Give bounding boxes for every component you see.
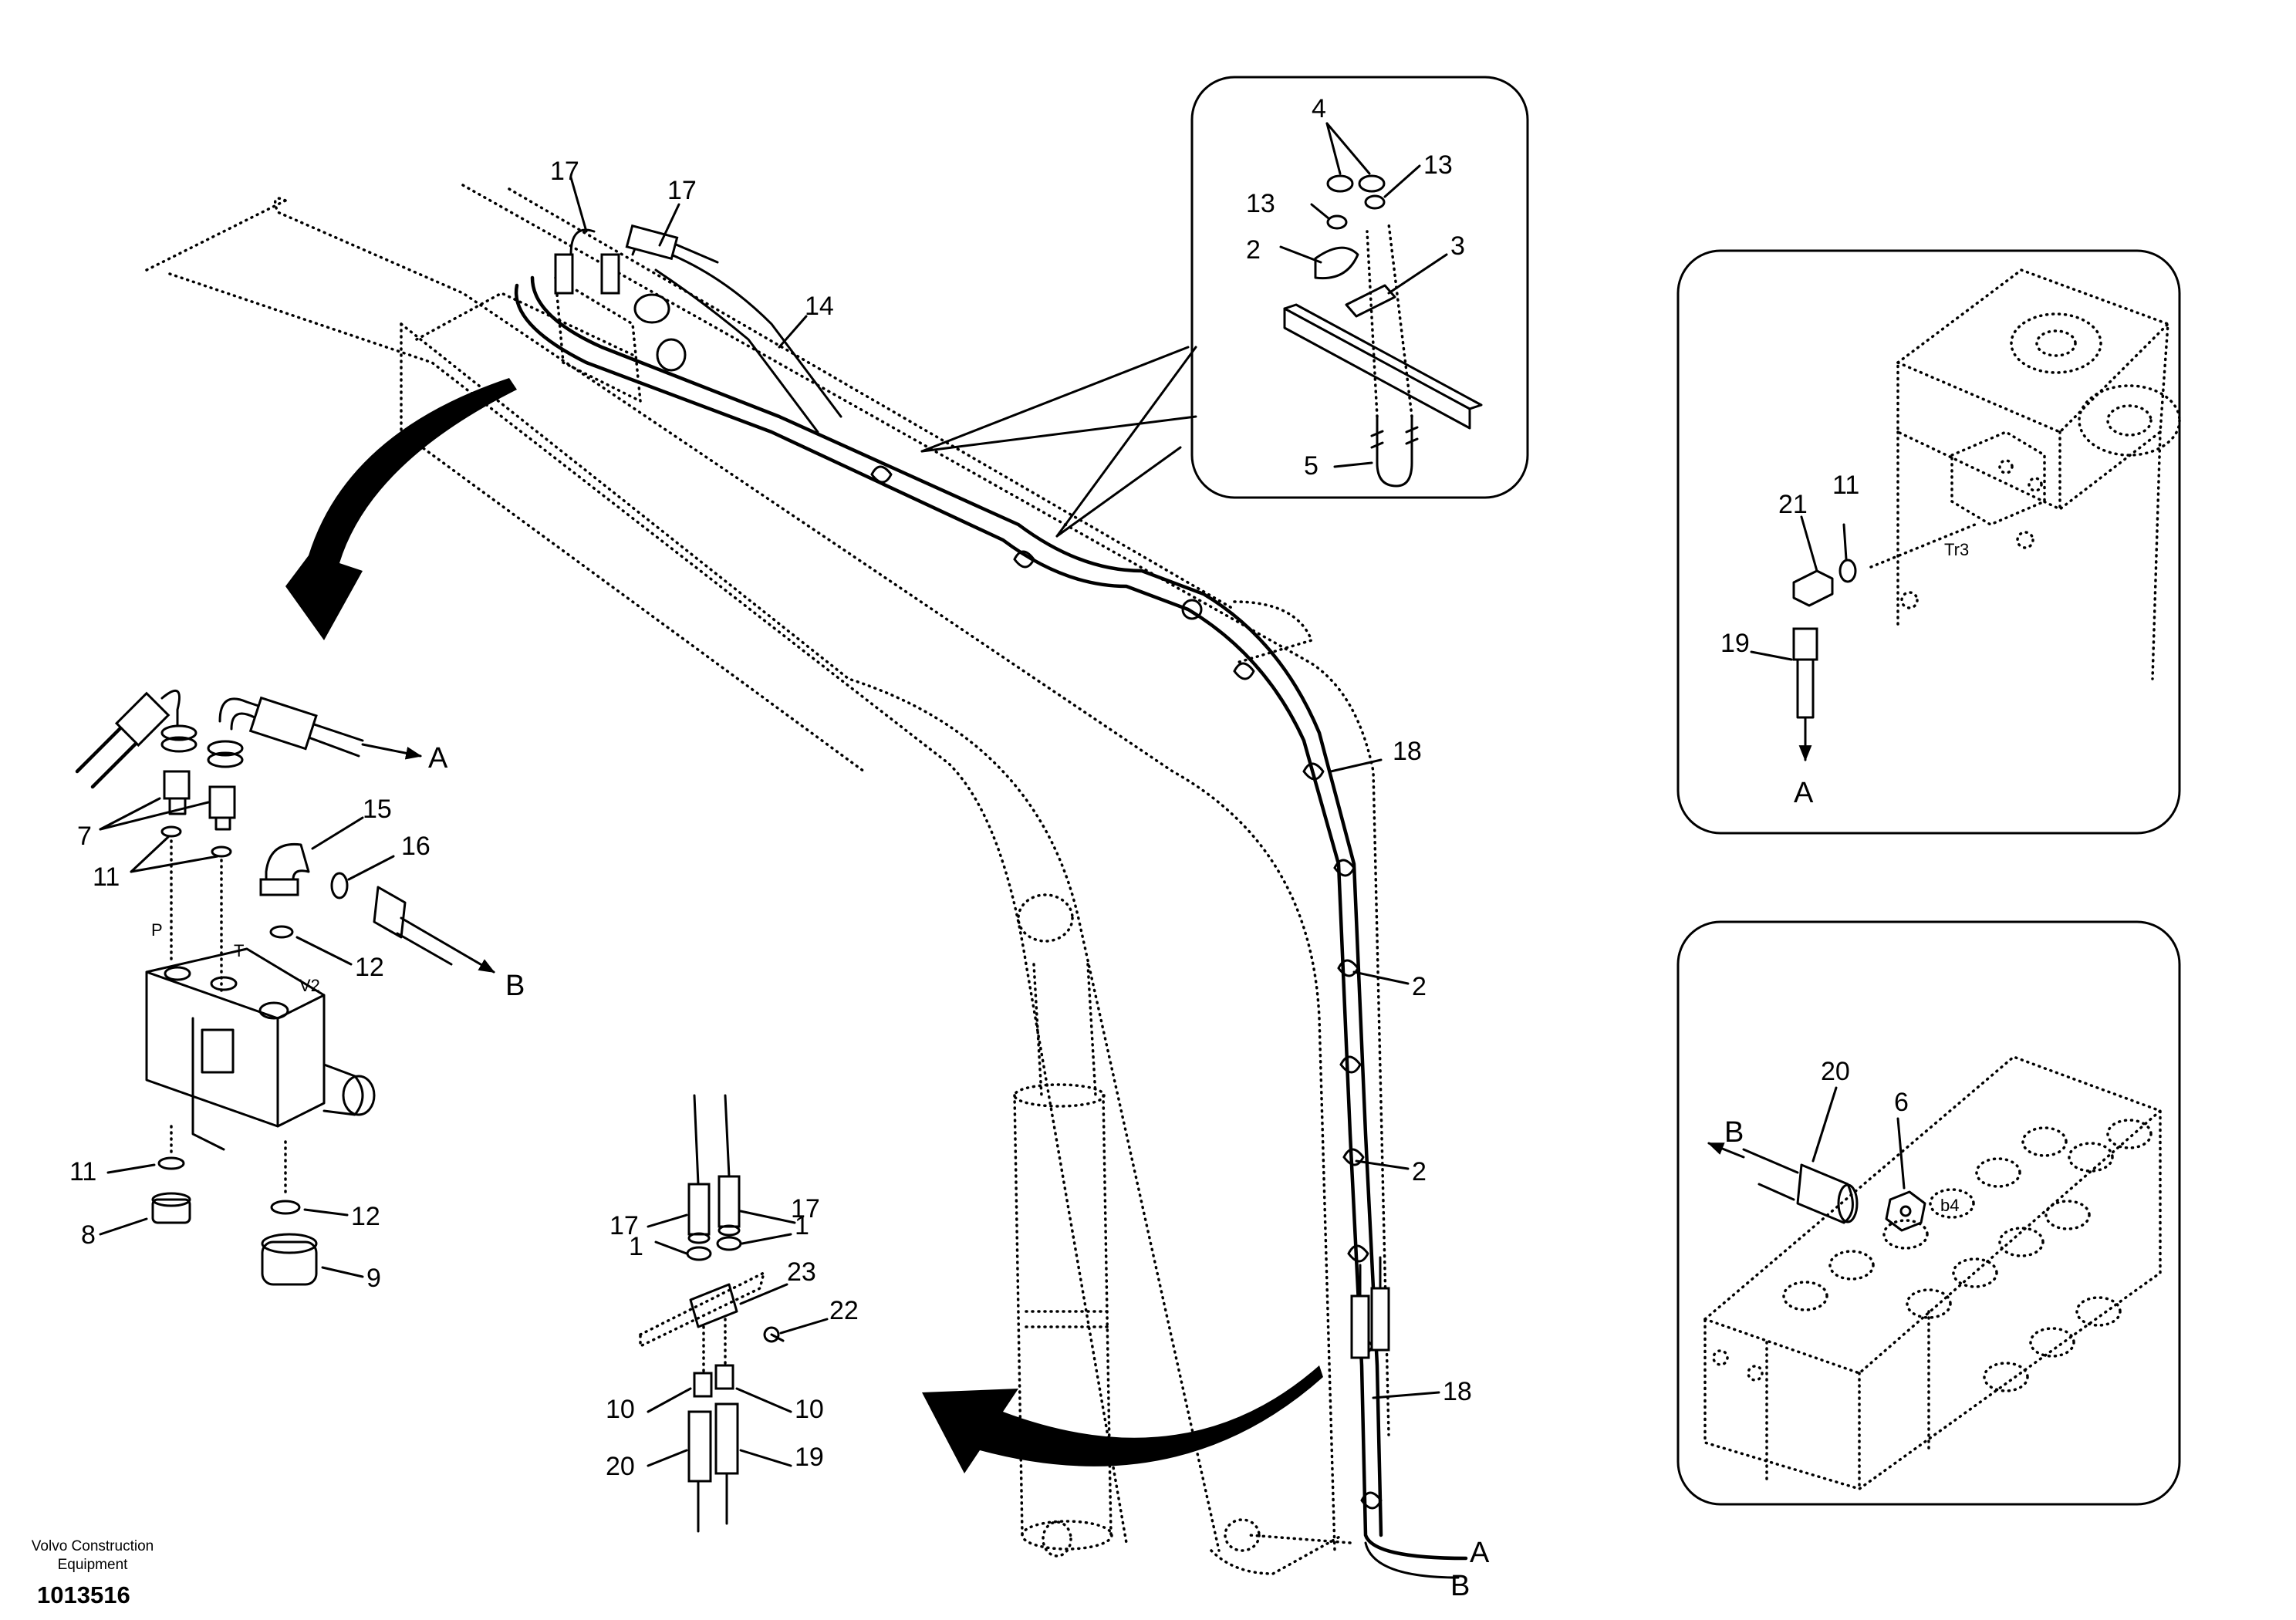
valve-label-b: B bbox=[505, 970, 525, 1002]
inset-pointers bbox=[920, 346, 1197, 538]
boom-label-17b: 17 bbox=[667, 176, 697, 205]
valve-label-t: T bbox=[234, 941, 244, 960]
boom-label-b: B bbox=[1450, 1570, 1470, 1602]
boom-part-labels: 17 17 14 18 2 2 18 A B bbox=[550, 157, 1490, 1602]
valve-label-8: 8 bbox=[81, 1220, 96, 1250]
coupling-label-1a: 1 bbox=[629, 1232, 643, 1261]
valve-label-v2: V2 bbox=[299, 976, 320, 995]
valve-label-16: 16 bbox=[401, 832, 430, 861]
footer-company-line2: Equipment bbox=[58, 1557, 129, 1573]
hose-routing bbox=[514, 224, 1468, 1579]
b4-label-b: B bbox=[1724, 1116, 1744, 1149]
clamp-label-13a: 13 bbox=[1423, 150, 1453, 180]
detail-arrows bbox=[285, 378, 1323, 1473]
b4-label-b4: b4 bbox=[1940, 1196, 1959, 1215]
coupling-label-22: 22 bbox=[829, 1296, 859, 1325]
clamp-label-2: 2 bbox=[1246, 235, 1261, 265]
coupling-label-10a: 10 bbox=[606, 1395, 635, 1424]
valve-label-11a: 11 bbox=[93, 862, 120, 892]
valve-label-a: A bbox=[428, 742, 448, 775]
coupling-label-17b: 17 bbox=[791, 1194, 820, 1223]
valve-label-11b: 11 bbox=[69, 1157, 96, 1186]
drawing-number: 1013516 bbox=[37, 1581, 130, 1608]
footer: Volvo Construction Equipment 1013516 bbox=[32, 1538, 154, 1608]
boom-label-14: 14 bbox=[805, 292, 834, 321]
clamp-label-5: 5 bbox=[1304, 451, 1319, 481]
tr3-label-19: 19 bbox=[1720, 629, 1750, 658]
coupling-label-10b: 10 bbox=[795, 1395, 824, 1424]
boom-label-2a: 2 bbox=[1412, 972, 1427, 1001]
valve-label-12a: 12 bbox=[355, 953, 384, 982]
tr3-label-a: A bbox=[1794, 777, 1814, 809]
valve-label-15: 15 bbox=[363, 795, 392, 824]
clamp-label-13b: 13 bbox=[1246, 189, 1275, 218]
valve-label-9: 9 bbox=[366, 1264, 381, 1293]
tr3-inset: 21 11 Tr3 19 A bbox=[1676, 249, 2181, 835]
valve-label-12b: 12 bbox=[351, 1202, 380, 1231]
coupling-label-19: 19 bbox=[795, 1443, 824, 1472]
boom-label-a: A bbox=[1470, 1537, 1490, 1569]
valve-label-7: 7 bbox=[77, 822, 92, 851]
boom-cylinder bbox=[1013, 963, 1113, 1558]
boom-label-2b: 2 bbox=[1412, 1157, 1427, 1186]
valve-detail: A 7 11 15 16 P T V2 12 B 11 12 8 9 bbox=[69, 689, 525, 1293]
boom-outline bbox=[145, 184, 1390, 1575]
b4-label-20: 20 bbox=[1821, 1057, 1850, 1086]
boom-label-17a: 17 bbox=[550, 157, 579, 186]
tr3-label-tr3: Tr3 bbox=[1944, 540, 1969, 559]
coupling-label-1b: 1 bbox=[795, 1211, 809, 1240]
boom-label-18b: 18 bbox=[1443, 1377, 1472, 1406]
hose-clamps bbox=[870, 465, 1383, 1510]
coupling-label-20: 20 bbox=[606, 1452, 635, 1481]
boom-leaders bbox=[569, 176, 1440, 1399]
clamp-label-3: 3 bbox=[1450, 231, 1465, 261]
boom-label-18a: 18 bbox=[1393, 737, 1422, 766]
coupling-detail: 17 17 1 1 23 22 10 10 20 19 bbox=[606, 1094, 859, 1533]
b4-inset: B 20 6 b4 bbox=[1676, 920, 2181, 1506]
footer-company-line1: Volvo Construction bbox=[32, 1538, 154, 1554]
coupling-label-23: 23 bbox=[787, 1257, 816, 1287]
clamp-label-4: 4 bbox=[1312, 94, 1326, 123]
b4-label-6: 6 bbox=[1894, 1088, 1909, 1117]
coupling-label-17a: 17 bbox=[609, 1211, 639, 1240]
tr3-label-11: 11 bbox=[1832, 471, 1859, 500]
clamp-inset: 4 13 13 2 3 5 bbox=[1190, 76, 1529, 499]
valve-label-p: P bbox=[151, 920, 163, 940]
tr3-label-21: 21 bbox=[1778, 490, 1808, 519]
